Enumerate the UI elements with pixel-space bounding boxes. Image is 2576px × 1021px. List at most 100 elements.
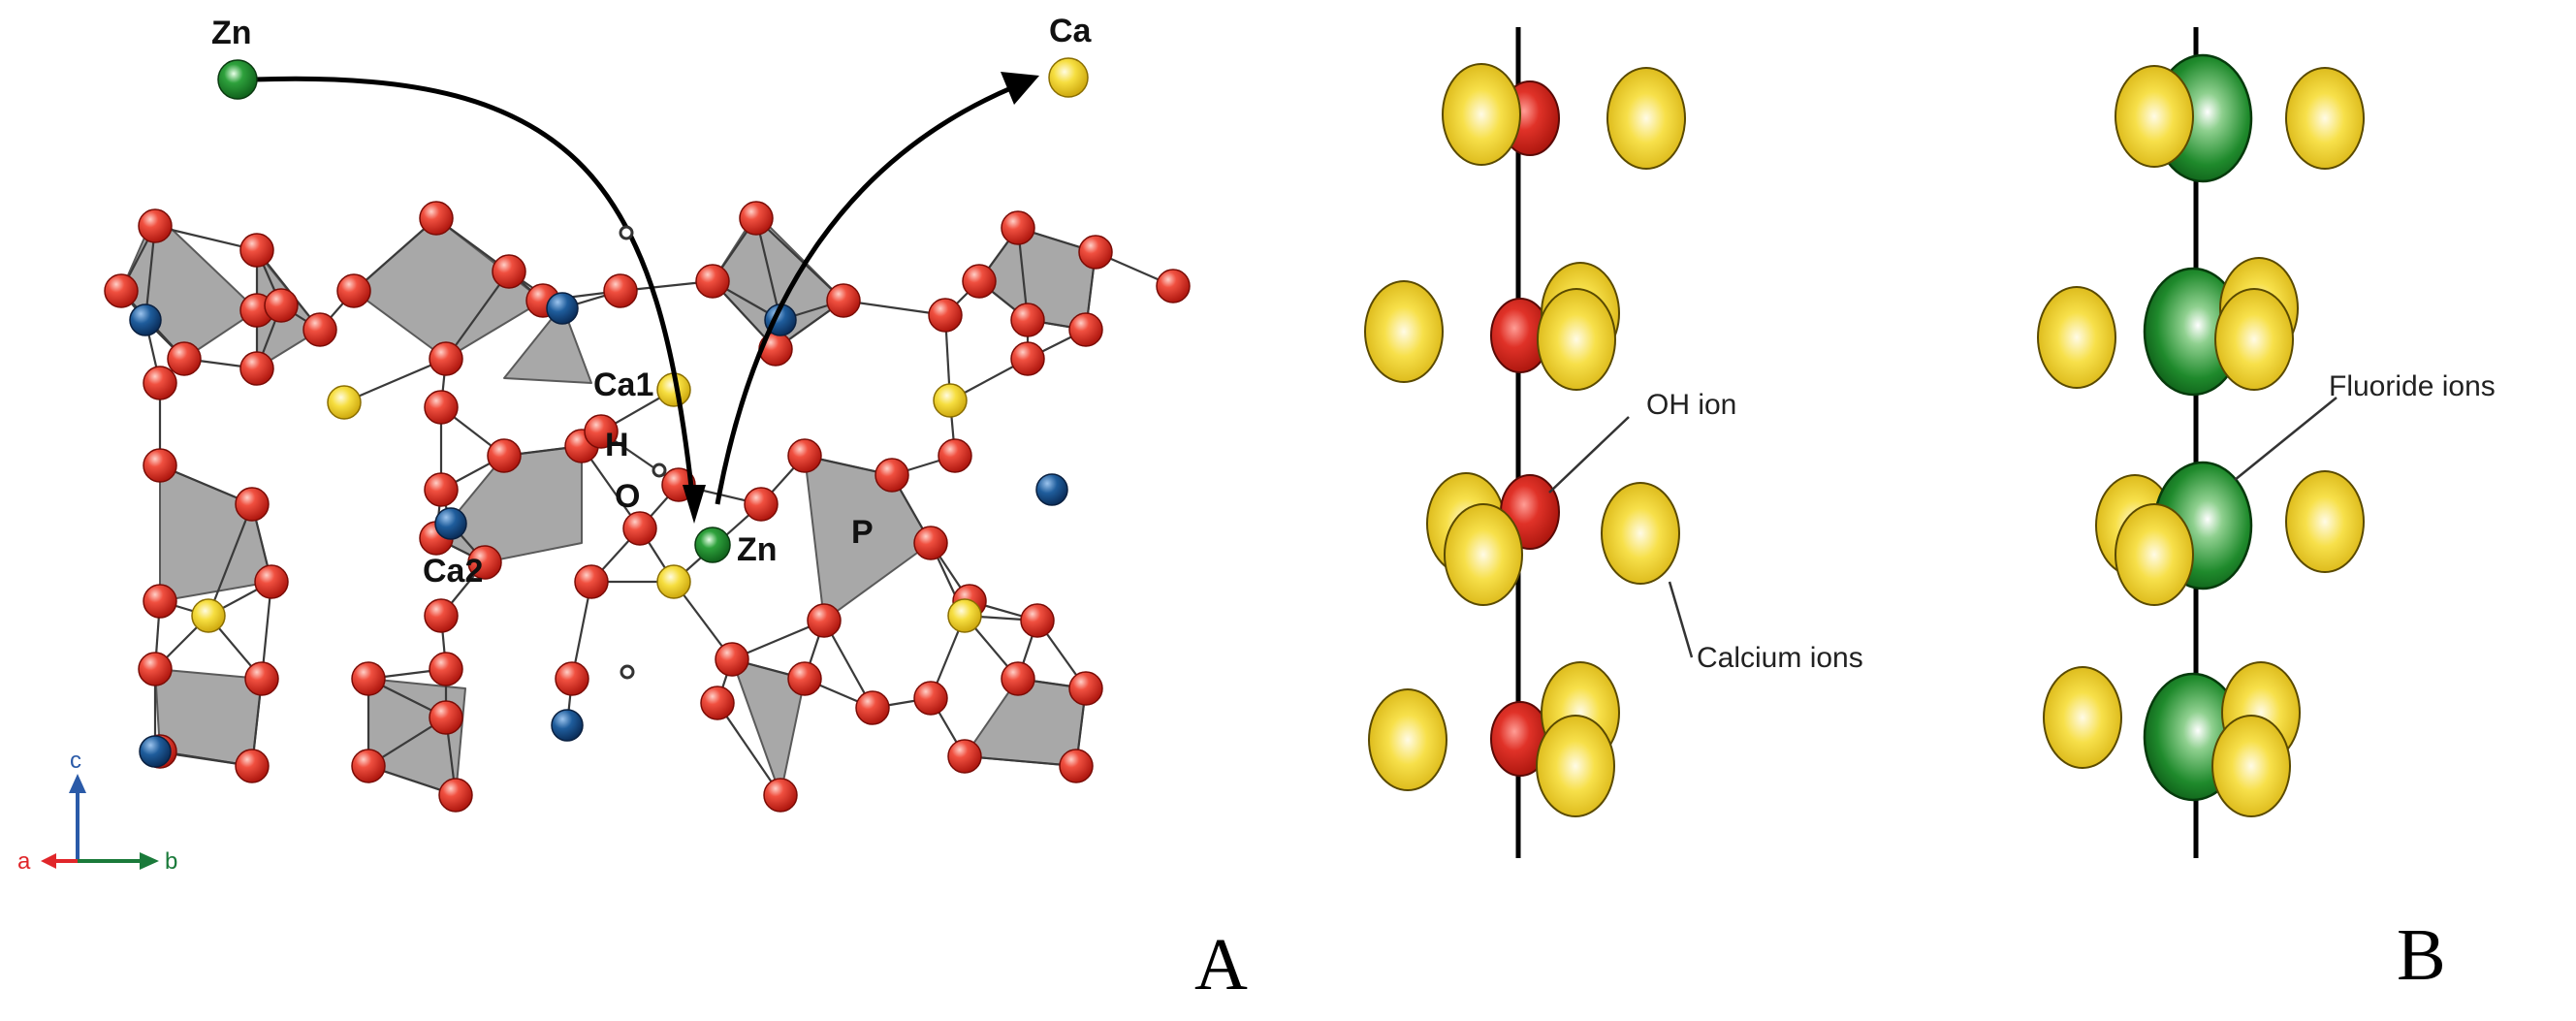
label-ca1: Ca1 — [593, 367, 653, 403]
calcium-ion — [1364, 280, 1444, 383]
oxygen-atom — [239, 233, 274, 268]
bond — [154, 224, 258, 252]
oxygen-atom — [239, 351, 274, 386]
oxygen-atom — [826, 283, 861, 318]
calcium-ion — [2115, 65, 2194, 168]
oxygen-atom — [302, 312, 337, 347]
oxygen-atom — [1156, 269, 1191, 303]
oxygen-atom — [1068, 312, 1103, 347]
calcium-atom — [933, 383, 968, 418]
oxygen-atom — [424, 472, 459, 507]
oxygen-atom — [603, 273, 638, 308]
oxygen-atom — [807, 603, 842, 638]
oxygen-atom — [235, 749, 270, 783]
blue-atom — [434, 507, 467, 540]
oxygen-atom — [913, 681, 948, 716]
oxygen-atom — [1001, 661, 1035, 696]
fluoride-leader-line — [2234, 397, 2337, 481]
calcium-ion — [1601, 482, 1680, 585]
calcium-ion — [1536, 715, 1615, 817]
oxygen-atom — [351, 749, 386, 783]
calcium-atom — [947, 598, 982, 633]
oxygen-atom — [1010, 303, 1045, 337]
calcium-ion — [2214, 288, 2294, 391]
fluoride-ions-label: Fluoride ions — [2329, 370, 2496, 402]
oxygen-atom — [962, 264, 997, 299]
label-h: H — [605, 427, 629, 463]
oh-leader-line — [1548, 416, 1630, 494]
calcium-atom — [191, 598, 226, 633]
oxygen-atom — [419, 201, 454, 236]
oxygen-atom — [913, 526, 948, 560]
oxygen-atom — [555, 661, 589, 696]
oxygen-atom — [1010, 341, 1045, 376]
calcium-ion — [2115, 503, 2194, 606]
oxygen-atom — [487, 438, 522, 473]
po4-tetrahedron — [353, 217, 544, 360]
oxygen-atom — [1078, 235, 1113, 270]
bond — [716, 702, 781, 796]
blue-atom — [139, 735, 172, 768]
calcium-ions-label: Calcium ions — [1697, 642, 1863, 674]
label-p: P — [851, 514, 874, 551]
panel-letter-a: A — [1194, 924, 1248, 1005]
oxygen-atom — [336, 273, 371, 308]
a-axis-head — [41, 853, 56, 869]
oxygen-atom — [695, 264, 730, 299]
incoming-zn-atom — [217, 59, 258, 100]
blue-atom — [1035, 473, 1068, 506]
label-ca-top: Ca — [1049, 13, 1093, 49]
bond — [755, 217, 844, 302]
oxygen-atom — [787, 438, 822, 473]
oxygen-atom — [143, 366, 177, 400]
oxygen-atom — [429, 341, 463, 376]
oxygen-atom — [138, 208, 173, 243]
oxygen-atom — [429, 652, 463, 686]
oxygen-atom — [424, 390, 459, 425]
oxygen-atom — [1059, 749, 1094, 783]
calcium-ion — [1606, 67, 1686, 170]
released-ca-atom — [1048, 57, 1089, 98]
oxygen-atom — [351, 661, 386, 696]
calcium-ion — [2037, 286, 2116, 389]
axis-triad: c b a — [17, 748, 177, 875]
small-marker — [620, 664, 635, 680]
label-o: O — [615, 478, 640, 515]
oxygen-atom — [787, 661, 822, 696]
label-zn-top: Zn — [211, 15, 252, 51]
bond — [207, 503, 254, 617]
blue-atom — [551, 709, 584, 742]
calcium-ion — [1444, 503, 1523, 606]
axis-b-label: b — [165, 848, 177, 875]
oxygen-atom — [244, 661, 279, 696]
calcium-leader-line — [1668, 581, 1694, 658]
oxygen-atom — [424, 598, 459, 633]
axis-a-label: a — [17, 848, 31, 875]
oxygen-atom — [1001, 210, 1035, 245]
oxygen-atom — [264, 288, 299, 323]
oxygen-atom — [167, 341, 202, 376]
oxygen-atom — [763, 778, 798, 813]
small-marker — [619, 225, 634, 240]
bond — [445, 271, 510, 360]
b-axis-head — [140, 852, 159, 870]
substituted-zn-atom — [694, 526, 731, 563]
oxygen-atom — [928, 298, 963, 333]
oxygen-atom — [138, 652, 173, 686]
oxygen-atom — [467, 545, 502, 580]
blue-atom — [129, 303, 162, 336]
fap-ion-layer — [2037, 53, 2365, 817]
oxygen-atom — [1068, 671, 1103, 706]
oxygen-atom — [104, 273, 139, 308]
calcium-ion — [1368, 688, 1447, 791]
oh-ion-label: OH ion — [1646, 389, 1736, 421]
atom-layer — [104, 201, 1191, 813]
fluorapatite-column: Fluoride ions B — [2037, 27, 2496, 996]
bond — [353, 217, 437, 292]
oxygen-atom — [438, 778, 473, 813]
label-zn-site: Zn — [737, 531, 778, 568]
oxygen-atom — [739, 201, 774, 236]
oxygen-atom — [492, 254, 526, 289]
ca-arrow-head — [1001, 72, 1039, 105]
